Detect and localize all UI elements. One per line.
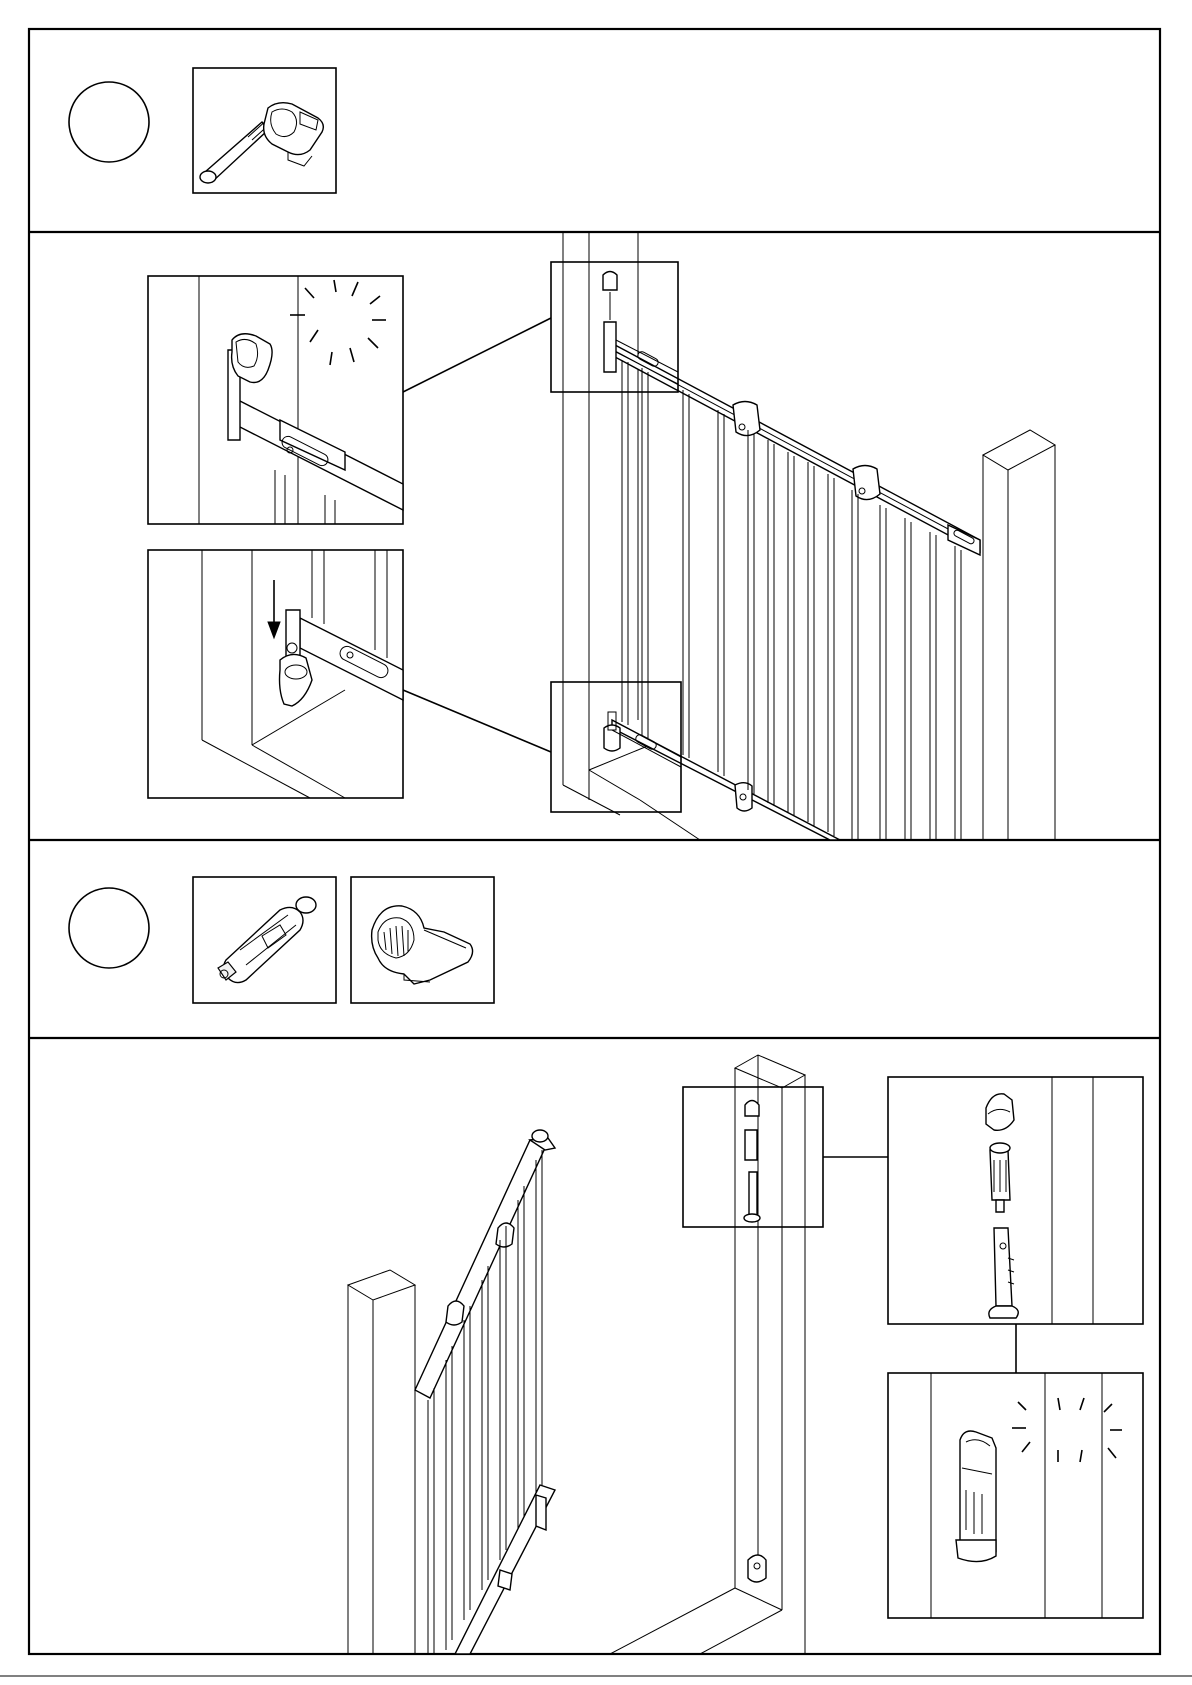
mount-highlight-box	[683, 1087, 823, 1227]
left-post	[348, 1270, 415, 1654]
upper-wall-cup-detail	[148, 276, 403, 524]
push-down-arrow	[268, 580, 280, 638]
gate-swung-open	[415, 1130, 555, 1654]
step-b-marker	[69, 888, 149, 968]
step-b-install-panel	[348, 1055, 1143, 1654]
click-indicator-upper	[290, 280, 386, 365]
click-indicator-lower	[1012, 1398, 1122, 1462]
lower-highlight-box	[551, 682, 681, 812]
step-b-parts-panel	[69, 877, 494, 1003]
left-door-frame	[563, 232, 700, 840]
gate-top-rail	[615, 345, 980, 555]
right-door-frame	[610, 1055, 805, 1654]
part-wall-cup	[351, 877, 494, 1003]
lower-leader-line	[403, 690, 551, 752]
clicked-mount-detail	[888, 1373, 1143, 1618]
part-wall-cup-with-spindle	[193, 68, 336, 193]
step-a-install-panel	[148, 232, 1055, 840]
exploded-mount-detail	[888, 1077, 1143, 1324]
step-a-marker	[69, 82, 149, 162]
step-a-parts-panel	[69, 68, 336, 193]
lower-wall-cup-detail	[148, 550, 403, 798]
gate-bars	[622, 360, 961, 840]
upper-leader-line	[403, 318, 551, 392]
part-threaded-spindle	[193, 877, 336, 1003]
right-post	[983, 430, 1055, 840]
